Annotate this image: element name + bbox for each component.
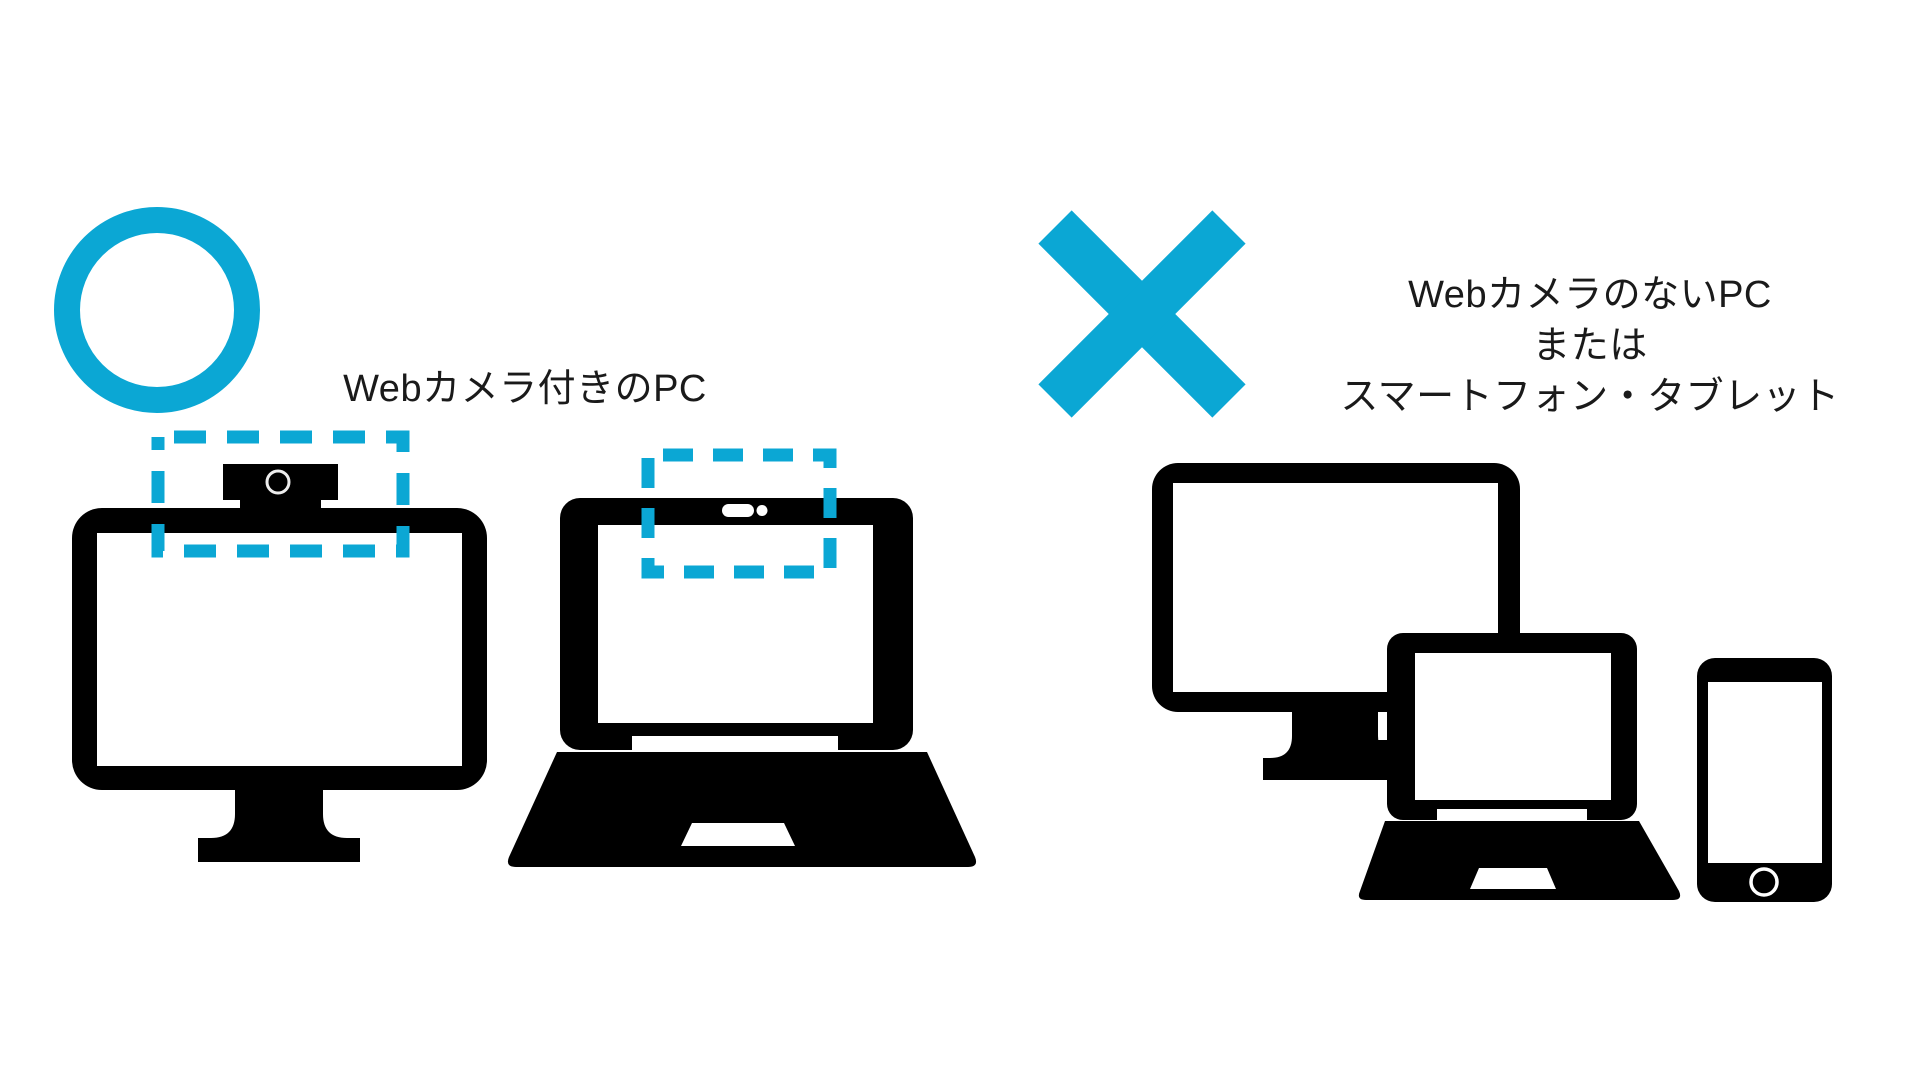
webcam-highlight-box-desktop xyxy=(151,430,410,558)
phone-home-button xyxy=(1749,867,1779,897)
laptop-camera-dot xyxy=(756,505,768,516)
ng-label-line-2: または xyxy=(1532,325,1648,367)
ng-label-line-3: スマートフォン・タブレット xyxy=(1340,376,1840,418)
cross-ng-icon xyxy=(1038,210,1246,418)
ng-label-line-1: WebカメラのないPC xyxy=(1408,274,1772,316)
laptop-mic-slot xyxy=(722,504,754,517)
webcam-highlight-box-laptop xyxy=(641,448,837,579)
laptop-with-webcam-icon xyxy=(507,498,977,867)
external-webcam-icon xyxy=(223,464,338,508)
smartphone-icon xyxy=(1697,658,1832,902)
ng-label: WebカメラのないPC または スマートフォン・タブレット xyxy=(1340,270,1840,423)
desktop-pc-with-webcam-icon xyxy=(72,508,487,862)
laptop-icon xyxy=(1358,633,1681,900)
ok-label: Webカメラ付きのPC xyxy=(343,368,707,410)
circle-ok-icon xyxy=(54,207,260,413)
